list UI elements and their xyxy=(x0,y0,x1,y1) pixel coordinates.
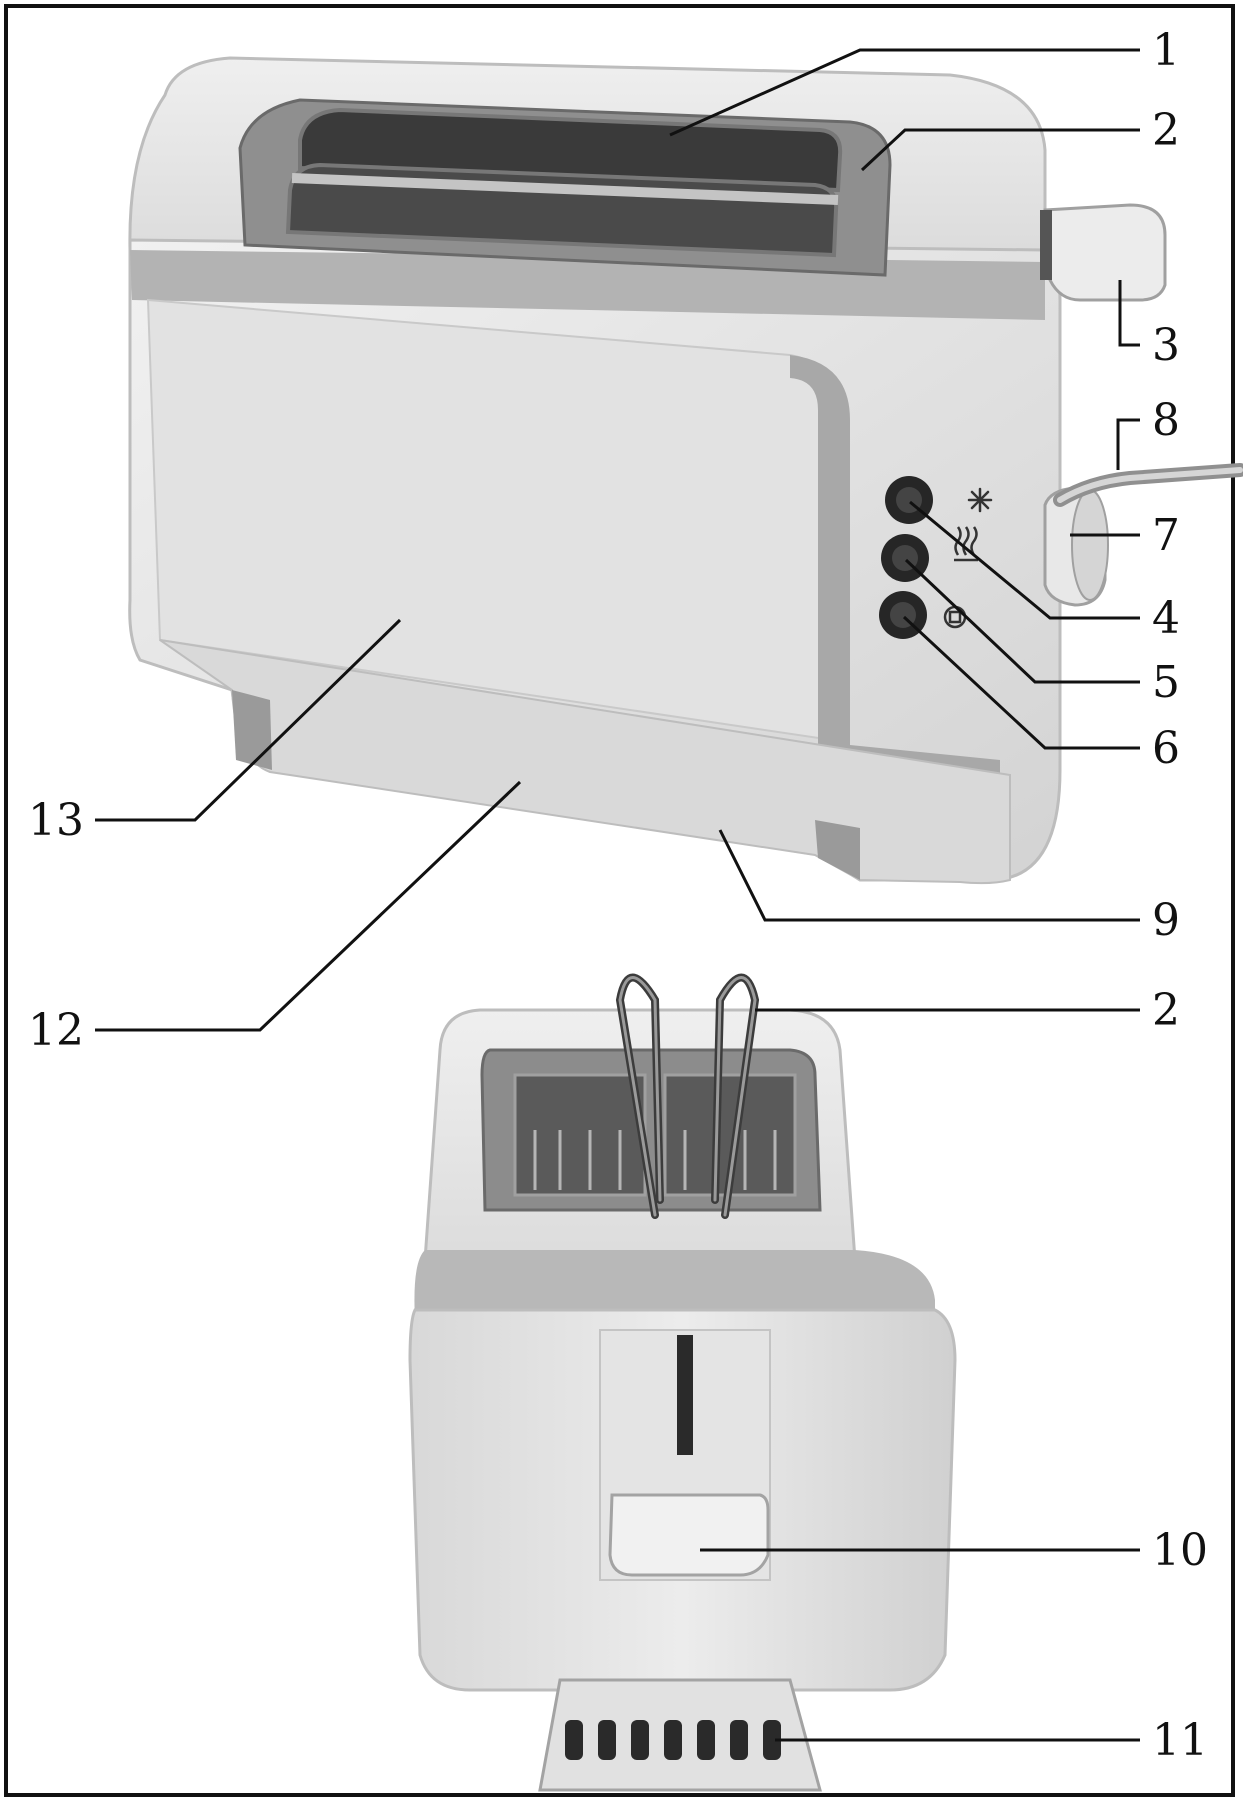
callout-6: 6 xyxy=(1152,723,1180,774)
side-panel-trim xyxy=(790,355,1000,795)
callout-5: 5 xyxy=(1152,657,1180,708)
crumb-tray-holes xyxy=(565,1720,781,1760)
leader-4 xyxy=(909,500,1140,620)
foot-right xyxy=(815,820,860,880)
end-body-band xyxy=(414,1250,935,1320)
leader-1 xyxy=(669,48,1140,137)
leader-12 xyxy=(95,780,522,1032)
carriage-lever-10 xyxy=(608,1493,770,1577)
leader-13 xyxy=(95,618,402,822)
toaster-side-view xyxy=(128,56,1243,885)
lever-slot xyxy=(1040,210,1052,280)
leader-lines xyxy=(95,48,1140,1742)
callout-4: 4 xyxy=(1152,593,1180,644)
callout-13: 13 xyxy=(28,795,84,846)
callout-1: 1 xyxy=(1152,25,1180,76)
callout-7: 7 xyxy=(1152,510,1180,561)
leader-6 xyxy=(902,615,1140,750)
side-lever-3 xyxy=(1043,203,1167,302)
callout-8: 8 xyxy=(1152,395,1180,446)
callout-2b: 2 xyxy=(1152,985,1180,1036)
foot-left xyxy=(232,690,272,770)
toaster-end-view xyxy=(408,973,957,1792)
dial-face xyxy=(1071,489,1109,601)
lever-slot-vertical xyxy=(677,1335,693,1455)
callout-labels: 1 2 3 8 7 4 5 6 13 9 12 2 10 11 xyxy=(28,25,1208,1766)
callout-9: 9 xyxy=(1152,895,1180,946)
slot-divider xyxy=(291,173,839,205)
figure-frame xyxy=(4,4,1235,1797)
leader-3 xyxy=(1118,280,1140,347)
heating-grille xyxy=(533,1130,777,1190)
leader-8 xyxy=(1116,418,1140,470)
leader-9 xyxy=(718,829,1140,922)
leader-5 xyxy=(904,558,1140,684)
defrost-snowflake-icon xyxy=(967,487,993,513)
callout-10: 10 xyxy=(1152,1525,1208,1576)
leader-2a xyxy=(860,128,1140,172)
end-slot-left xyxy=(513,1073,647,1197)
callout-2: 2 xyxy=(1152,105,1180,156)
callout-3: 3 xyxy=(1152,320,1180,371)
callout-12: 12 xyxy=(28,1005,84,1056)
callout-11: 11 xyxy=(1152,1715,1208,1766)
